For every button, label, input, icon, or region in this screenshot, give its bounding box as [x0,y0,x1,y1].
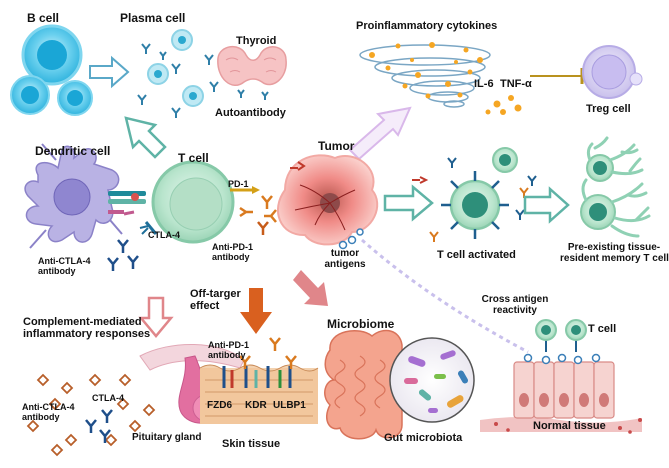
anti-ctla4-antibody-pituitary-label: Anti-CTLA-4 antibody [22,402,75,423]
proinflammatory-cytokines-label: Proinflammatory cytokines [356,20,498,32]
t-cell-label: T cell [178,151,209,165]
cytokine-spiral [359,44,491,108]
t-cell-activated-label: T cell activated [437,249,516,261]
tumor-illustration [276,154,379,250]
microbiome-label: Microbiome [327,317,395,331]
plasma-cell-group [137,29,219,118]
normal-tissue-illustration [480,319,642,434]
gut-microbiota-label: Gut microbiota [384,432,463,444]
t-cell-normal-label: T cell [588,323,617,335]
tumor-label: Tumor [318,139,355,153]
pituitary-antibodies [26,373,156,457]
ctla4-label: CTLA-4 [148,230,180,240]
thyroid-label: Thyroid [236,35,277,47]
tumor-antigens-label: tumor antigens [324,248,366,271]
activated-t-cell-illustration [412,147,537,242]
cross-antigen-reactivity-label: Cross antigen reactivity [481,294,549,317]
skin-tissue-label: Skin tissue [222,438,281,450]
pd1-label: PD-1 [228,179,249,189]
complement-responses-label: Complement-mediated inflammatory respons… [23,316,151,341]
co-stimulation-receptors [108,191,158,235]
tnf-alpha-label: TNF-α [500,78,532,90]
anti-pd1-antibody-skin-label: Anti-PD-1 antibody [208,340,249,361]
dendritic-cell-label: Dendritic cell [35,144,111,158]
anti-pd1-antibody-label: Anti-PD-1 antibody [212,242,253,263]
plasma-cell-label: Plasma cell [120,11,186,25]
b-cell-group [10,24,93,116]
skin-tissue-illustration [199,337,319,424]
thyroid-illustration [217,46,287,100]
normal-tissue-label: Normal tissue [533,420,606,432]
dendritic-cell-illustration [24,143,123,249]
ctla4-pituitary-label: CTLA-4 [92,393,124,403]
memory-t-cells-label: Pre-existing tissue- resident memory T c… [560,242,669,265]
t-cell-illustration [151,160,260,244]
il6-label: IL-6 [474,78,494,90]
kdr-label: KDR [245,400,267,411]
ulbp1-label: ULBP1 [273,400,306,411]
anti-ctla4-antibody-label: Anti-CTLA-4 antibody [38,256,91,277]
anti-pd1-antibodies [239,195,277,235]
gut-illustration [324,329,475,440]
memory-t-cells-illustration [580,136,651,238]
off-target-effect-label: Off-targer effect [190,288,241,313]
anti-ctla4-antibodies [107,239,139,271]
autoantibody-label: Autoantibody [215,107,286,119]
treg-cell-label: Treg cell [586,103,631,115]
pituitary-gland-label: Pituitary gland [132,432,202,443]
fzd6-label: FZD6 [207,400,232,411]
cytokine-particles [369,42,522,115]
b-cell-label: B cell [27,11,60,25]
treg-cell-illustration [582,45,643,99]
